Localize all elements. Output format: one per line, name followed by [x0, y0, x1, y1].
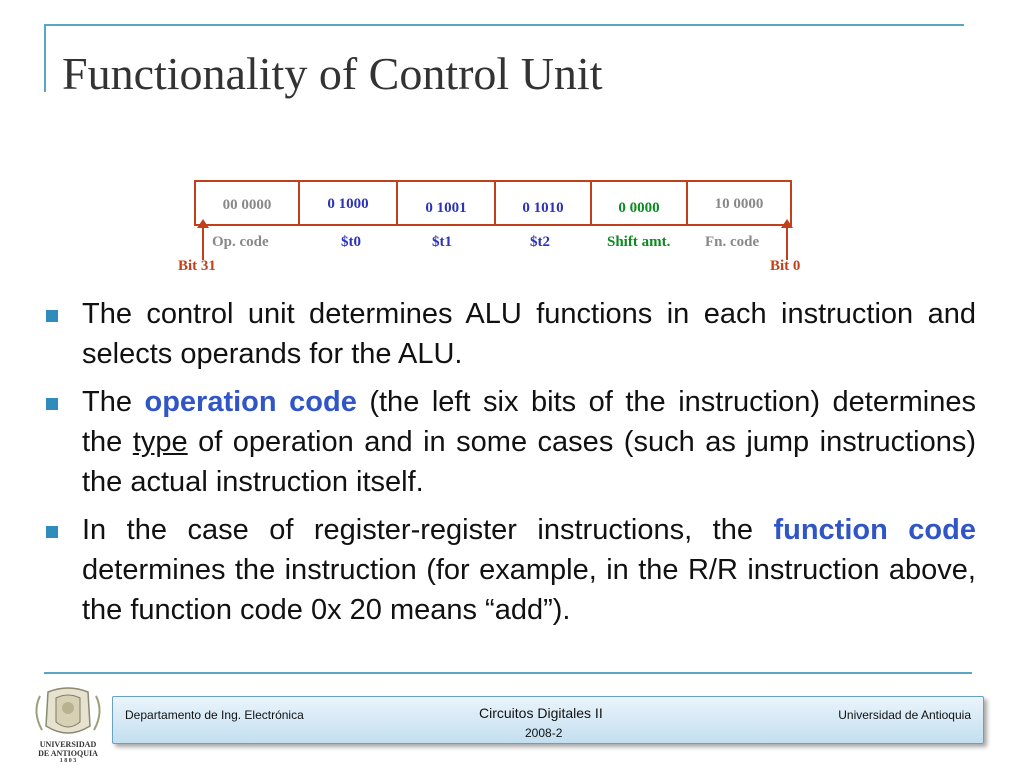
- bullet-item-3: In the case of register-register instruc…: [46, 510, 976, 630]
- bit0-label: Bit 0: [770, 258, 801, 274]
- field-rd-value: 0 1010: [496, 182, 592, 224]
- title-frame-top-line: [44, 24, 964, 26]
- footer-course: Circuitos Digitales II: [479, 705, 603, 721]
- university-seal-icon: [35, 687, 101, 734]
- bullet-3-post: determines the instruction (for example,…: [82, 554, 976, 626]
- bullet-2-highlight-operation-code: operation code: [144, 386, 357, 418]
- square-bullet-icon: [46, 398, 58, 410]
- bullet-2-post: of operation and in some cases (such as …: [82, 426, 976, 498]
- bullet-list: The control unit determines ALU function…: [46, 294, 976, 638]
- footer-bar: Departamento de Ing. Electrónica Circuit…: [112, 696, 984, 744]
- field-opcode-value: 00 0000: [196, 182, 300, 224]
- bullet-2-underlined-type: type: [132, 426, 188, 458]
- bullet-item-2: The operation code (the left six bits of…: [46, 382, 976, 502]
- footer-university: Universidad de Antioquia: [838, 708, 971, 722]
- bullet-item-1: The control unit determines ALU function…: [46, 294, 976, 374]
- instruction-fields-box: 00 0000 0 1000 0 1001 0 1010 0 0000 10 0…: [194, 180, 792, 226]
- logo-line-3: 1 8 0 3: [59, 758, 77, 764]
- footer-department: Departamento de Ing. Electrónica: [125, 708, 304, 722]
- field-rs-value: 0 1000: [300, 182, 398, 224]
- bit31-label: Bit 31: [178, 258, 216, 274]
- footer-term: 2008-2: [525, 726, 563, 740]
- square-bullet-icon: [46, 310, 58, 322]
- slide-title: Functionality of Control Unit: [62, 48, 603, 99]
- bullet-2-mid: (the left six bits of the instruction) d…: [82, 386, 976, 458]
- field-rt-label: $t1: [432, 234, 452, 250]
- bullet-3-highlight-function-code: function code: [773, 514, 976, 546]
- logo-line-2: DE ANTIOQUIA: [38, 749, 98, 758]
- square-bullet-icon: [46, 526, 58, 538]
- bullet-1-text: The control unit determines ALU function…: [82, 298, 976, 370]
- bullet-2-pre: The: [82, 386, 145, 418]
- footer-divider-line: [44, 672, 972, 674]
- field-funct-label: Fn. code: [705, 234, 760, 250]
- bit0-arrow-icon: [781, 219, 793, 260]
- field-rd-label: $t2: [530, 234, 550, 250]
- title-frame-left-line: [44, 24, 46, 92]
- bit31-arrow-icon: [197, 219, 209, 260]
- field-rs-label: $t0: [341, 234, 361, 250]
- field-opcode-label: Op. code: [212, 234, 269, 250]
- instruction-format-diagram: 00 0000 0 1000 0 1001 0 1010 0 0000 10 0…: [176, 178, 816, 278]
- field-shamt-value: 0 0000: [592, 182, 688, 224]
- university-logo: UNIVERSIDAD DE ANTIOQUIA 1 8 0 3: [18, 686, 118, 764]
- field-funct-value: 10 0000: [714, 196, 764, 212]
- field-shamt-label: Shift amt.: [607, 234, 671, 250]
- bullet-3-pre: In the case of register-register instruc…: [82, 514, 774, 546]
- logo-line-1: UNIVERSIDAD: [39, 740, 97, 749]
- field-rt-value: 0 1001: [398, 182, 496, 224]
